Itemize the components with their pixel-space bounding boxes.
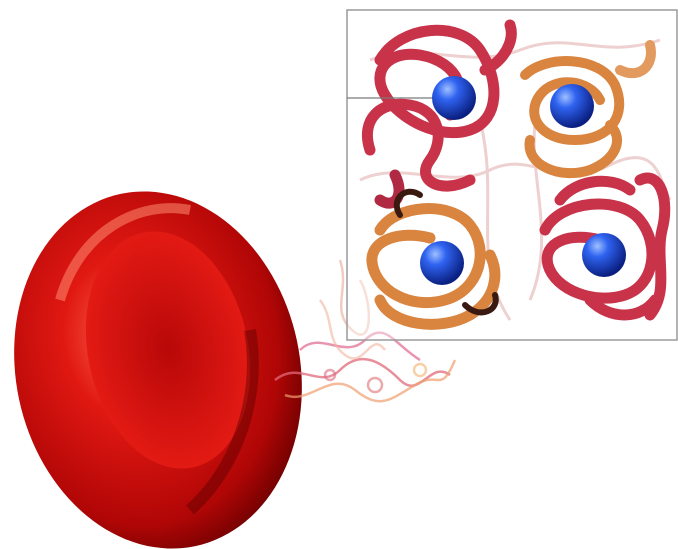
heme-iron-1	[432, 76, 476, 120]
red-blood-cell	[0, 164, 334, 549]
heme-iron-2	[550, 84, 594, 128]
heme-iron-3	[420, 241, 464, 285]
heme-iron-4	[582, 233, 626, 277]
